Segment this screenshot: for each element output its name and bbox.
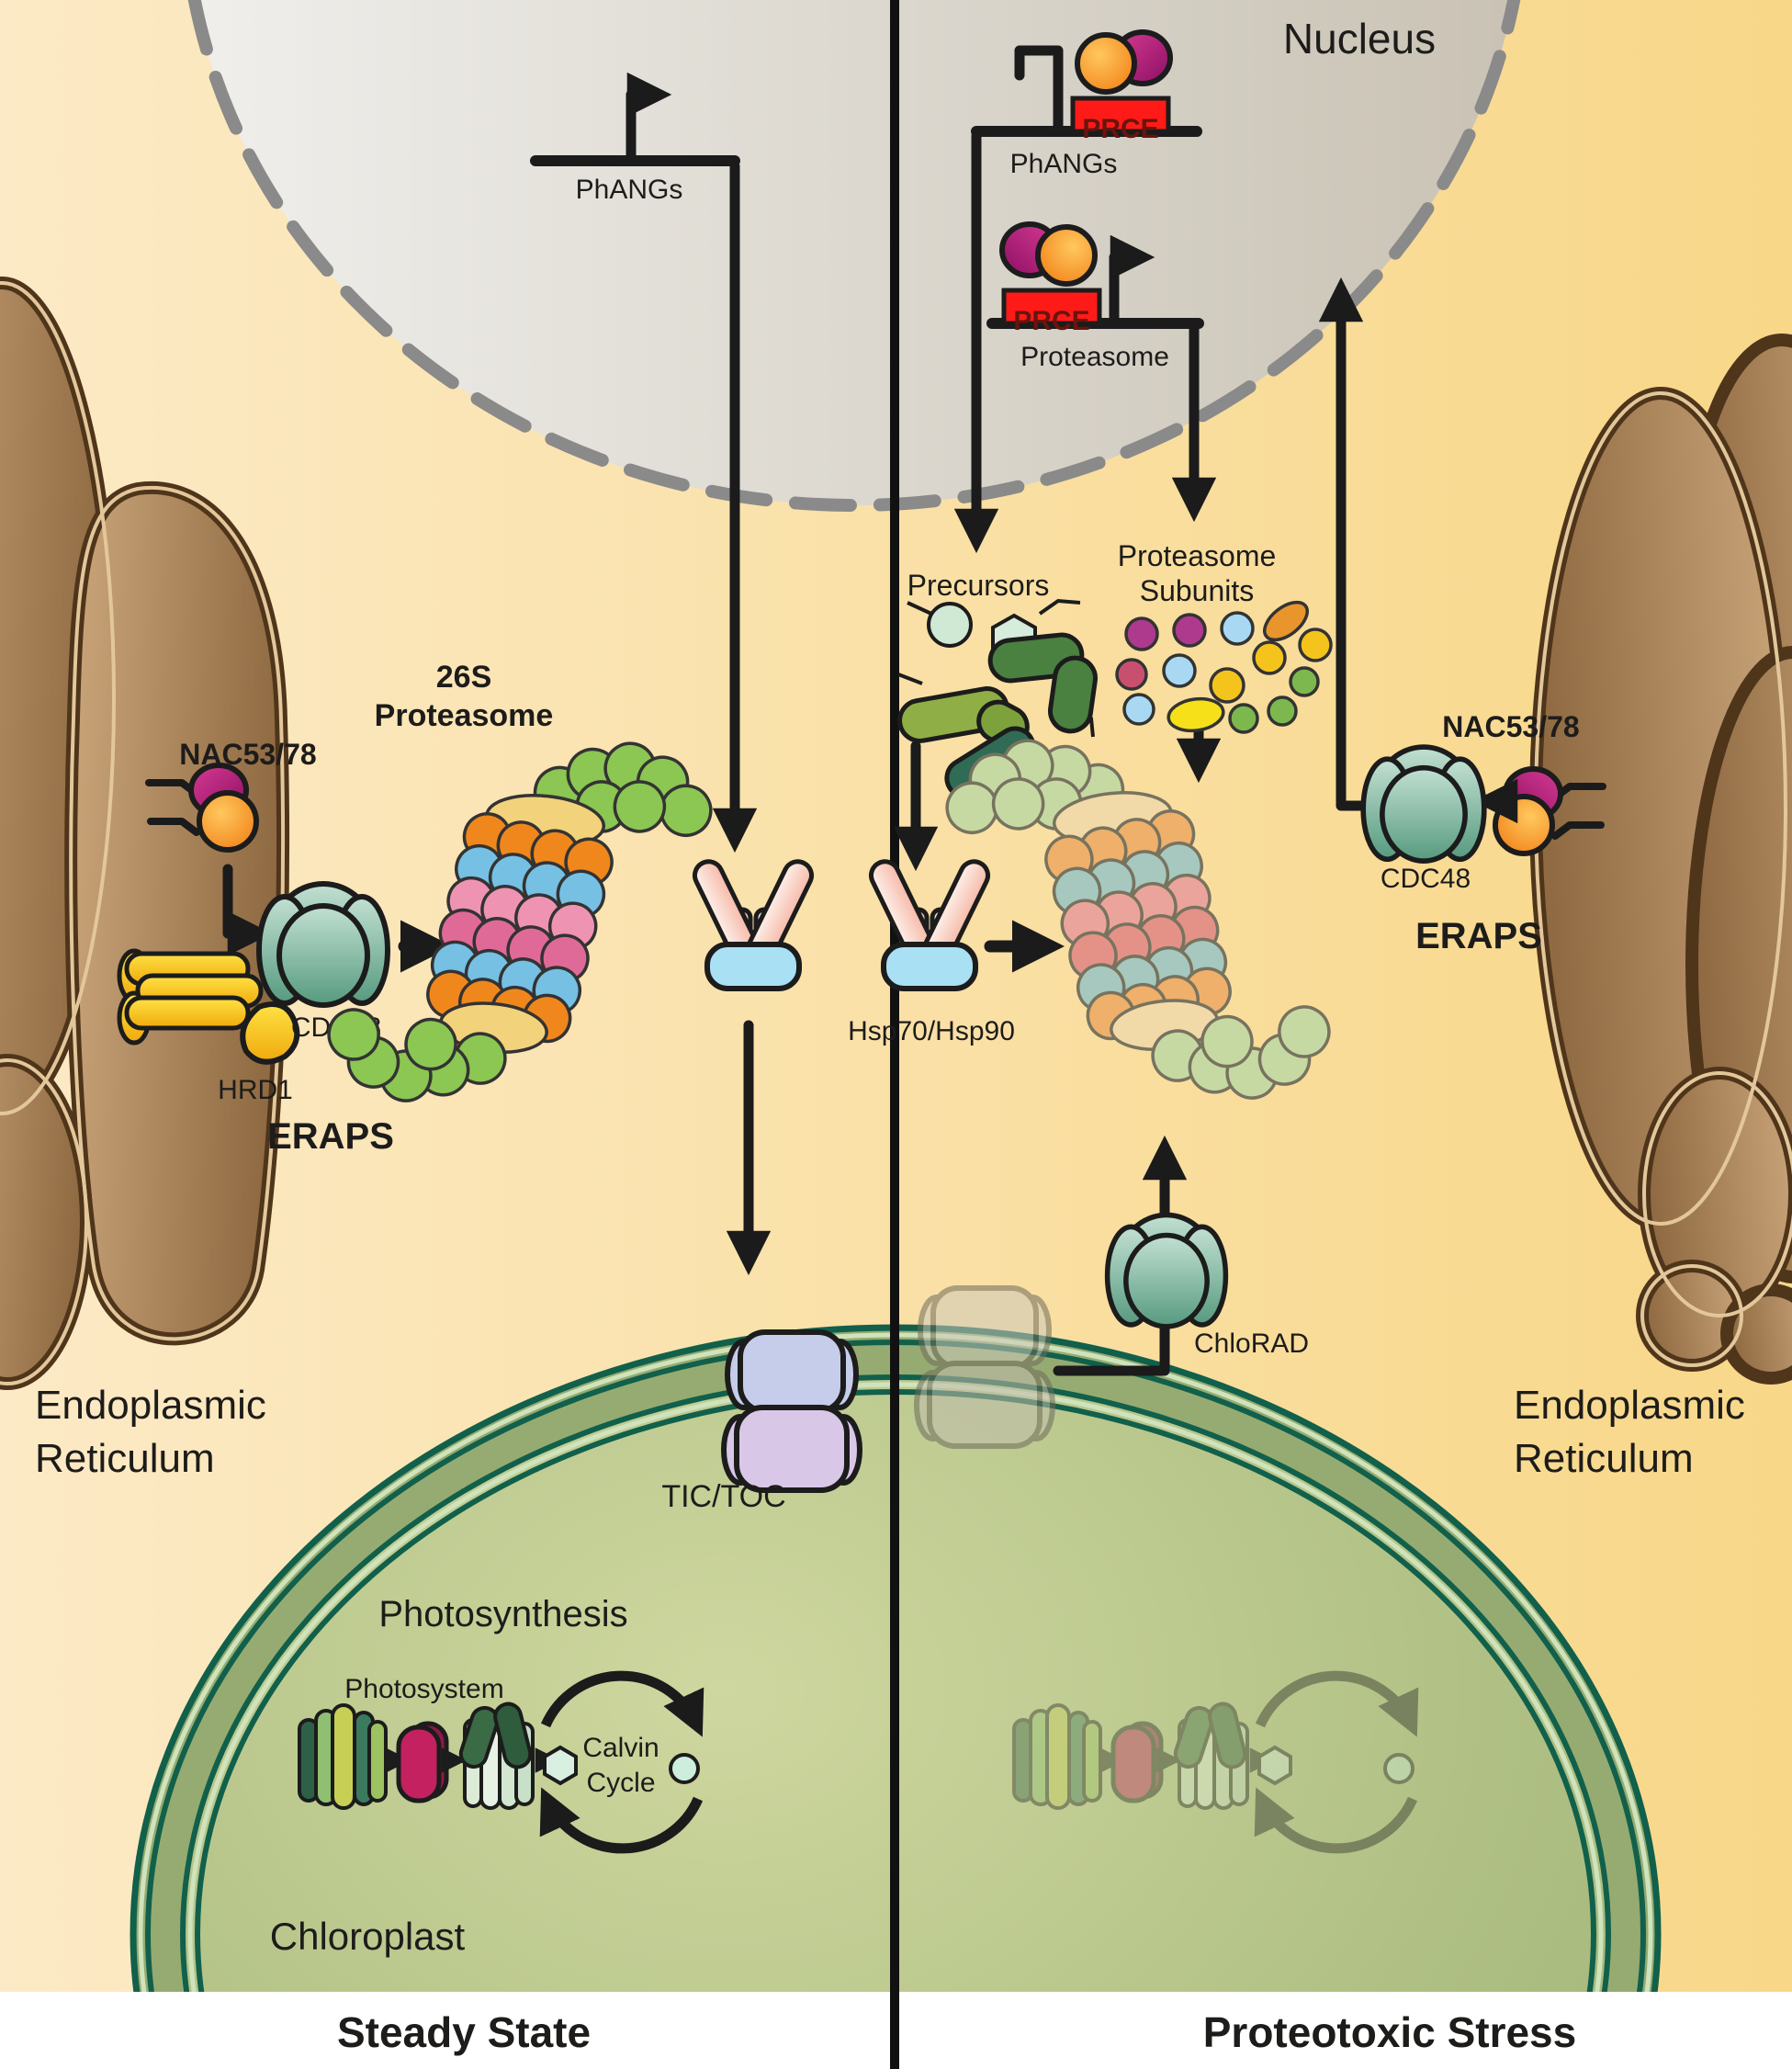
er-left-label-line2: Reticulum xyxy=(35,1436,215,1481)
hrd1-label: HRD1 xyxy=(218,1075,293,1105)
hsp-label: Hsp70/Hsp90 xyxy=(848,1016,1015,1046)
footer-band: Steady State Proteotoxic Stress xyxy=(0,1992,1792,2069)
cdc48-left-icon xyxy=(259,884,388,1005)
proteasome-subunits-group: Proteasome Subunits xyxy=(1115,539,1333,734)
endoplasmic-reticulum-right: Endoplasmic Reticulum xyxy=(1514,334,1792,1481)
phangs-repressed-label: PhANGs xyxy=(1010,149,1118,179)
line-tictoc-to-chlorad xyxy=(1053,1310,1170,1376)
eraps-right-label: ERAPS xyxy=(1415,916,1542,956)
repressor-tbar-icon xyxy=(1014,45,1064,137)
calvin-cycle-label-line1: Calvin xyxy=(582,1733,659,1763)
subunits-label-line1: Proteasome xyxy=(1118,539,1277,572)
nac-right-label: NAC53/78 xyxy=(1442,710,1579,743)
chlorad-label: ChloRAD xyxy=(1194,1328,1309,1359)
tictoc-label: TIC/TOC xyxy=(661,1479,785,1514)
proteasome-gene-label: Proteasome xyxy=(1020,342,1169,372)
nac-left-label: NAC53/78 xyxy=(179,738,316,771)
panel-divider xyxy=(890,0,899,2069)
eraps-left-label: ERAPS xyxy=(267,1116,394,1157)
er-right-label-line2: Reticulum xyxy=(1514,1436,1694,1481)
prce-label-proteasome: PRCE xyxy=(1013,306,1089,336)
photosystem-label: Photosystem xyxy=(344,1674,503,1704)
precursors-label: Precursors xyxy=(907,569,1050,602)
endoplasmic-reticulum-left: Endoplasmic Reticulum xyxy=(0,277,290,1481)
calvin-cycle-label-line2: Cycle xyxy=(586,1768,655,1798)
chloroplast-label: Chloroplast xyxy=(270,1915,466,1958)
eraps-left: NAC53/78 HRD1 CDC48 ERAPS 26S Proteasome xyxy=(117,660,725,1159)
photosynthesis-label: Photosynthesis xyxy=(378,1594,627,1634)
steady-state-label: Steady State xyxy=(337,2008,591,2056)
subunits-label-line2: Subunits xyxy=(1140,574,1255,607)
arrow-nac-to-cdc48 xyxy=(222,864,273,956)
gene-proteasome: PRCE Proteasome xyxy=(986,224,1204,372)
hrd1-complex-icon xyxy=(117,948,300,1065)
proteasome-26s-label-line1: 26S xyxy=(436,660,492,695)
subunit-dots-icon xyxy=(1115,600,1333,734)
eraps-right: NAC53/78 CDC48 ERAPS xyxy=(1363,710,1603,956)
cdc48-right-icon xyxy=(1363,747,1484,861)
precursors-group: Precursors xyxy=(897,569,1099,799)
er-left-label-line1: Endoplasmic xyxy=(35,1383,266,1428)
gene-phangs-repressed: PRCE PhANGs xyxy=(971,32,1202,179)
er-right-label-line1: Endoplasmic xyxy=(1514,1383,1745,1428)
prce-label-phangs: PRCE xyxy=(1082,114,1158,144)
nucleus-label: Nucleus xyxy=(1283,15,1436,62)
proteasome-26s-label-line2: Proteasome xyxy=(375,698,554,733)
phangs-active-label: PhANGs xyxy=(576,175,683,205)
proteotoxic-stress-label: Proteotoxic Stress xyxy=(1203,2008,1576,2056)
cdc48-right-label: CDC48 xyxy=(1381,864,1471,894)
nuclear-envelope-dashed xyxy=(187,0,1521,512)
gene-phangs-active: PhANGs xyxy=(530,95,740,205)
chlorad-icon xyxy=(1108,1215,1226,1326)
